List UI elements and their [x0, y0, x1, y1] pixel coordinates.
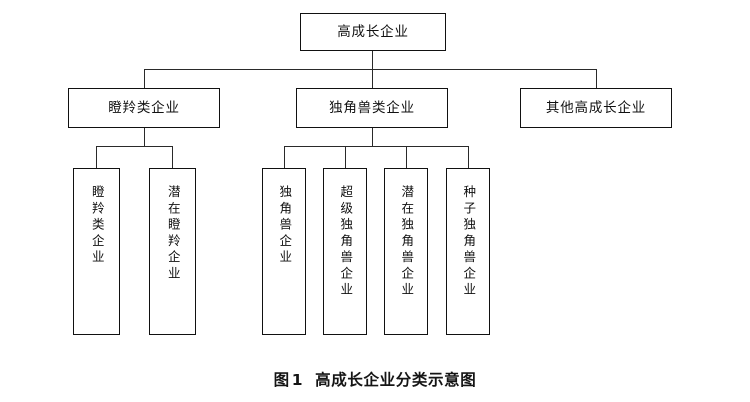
node-label: 潜在独角兽企业: [399, 185, 415, 299]
node-label: 潜在瞪羚企业: [165, 185, 181, 283]
connector-gazelle-stem: [144, 128, 146, 146]
connector-drop-potential-unicorn-enterprise: [406, 146, 408, 168]
connector-drop-super-unicorn-enterprise: [345, 146, 347, 168]
connector-unicorn-stem: [372, 128, 374, 146]
connector-unicorn-bus: [284, 146, 468, 148]
connector-level2-bus: [144, 69, 596, 71]
node-label: 独角兽企业: [277, 185, 293, 267]
node-label: 超级独角兽企业: [338, 185, 354, 299]
caption-index: 1: [291, 371, 304, 389]
connector-drop-unicorn-class: [372, 69, 374, 88]
connector-drop-other-high-growth: [596, 69, 598, 88]
node-gazelle-enterprise: 瞪羚类企业: [73, 168, 120, 335]
connector-drop-seed-unicorn-enterprise: [468, 146, 470, 168]
node-gazelle-class: 瞪羚类企业: [68, 88, 220, 128]
node-unicorn-enterprise: 独角兽企业: [262, 168, 306, 335]
node-label: 独角兽类企业: [329, 99, 415, 116]
node-potential-gazelle-enterprise: 潜在瞪羚企业: [149, 168, 196, 335]
node-label: 其他高成长企业: [545, 99, 647, 116]
node-super-unicorn-enterprise: 超级独角兽企业: [323, 168, 367, 335]
node-unicorn-class: 独角兽类企业: [296, 88, 448, 128]
node-other-high-growth: 其他高成长企业: [520, 88, 672, 128]
node-label: 高成长企业: [337, 23, 409, 40]
connector-drop-potential-gazelle-enterprise: [172, 146, 174, 168]
connector-root-stem: [372, 51, 374, 69]
node-potential-unicorn-enterprise: 潜在独角兽企业: [384, 168, 428, 335]
connector-drop-gazelle-class: [144, 69, 146, 88]
connector-gazelle-bus: [96, 146, 172, 148]
caption-title: 高成长企业分类示意图: [315, 371, 477, 389]
node-seed-unicorn-enterprise: 种子独角兽企业: [446, 168, 490, 335]
connector-drop-unicorn-enterprise: [284, 146, 286, 168]
node-label: 瞪羚类企业: [108, 99, 180, 116]
node-high-growth-enterprise: 高成长企业: [300, 13, 446, 51]
caption-prefix: 图: [273, 371, 290, 389]
connector-drop-gazelle-enterprise: [96, 146, 98, 168]
node-label: 种子独角兽企业: [461, 185, 477, 299]
node-label: 瞪羚类企业: [89, 185, 105, 267]
